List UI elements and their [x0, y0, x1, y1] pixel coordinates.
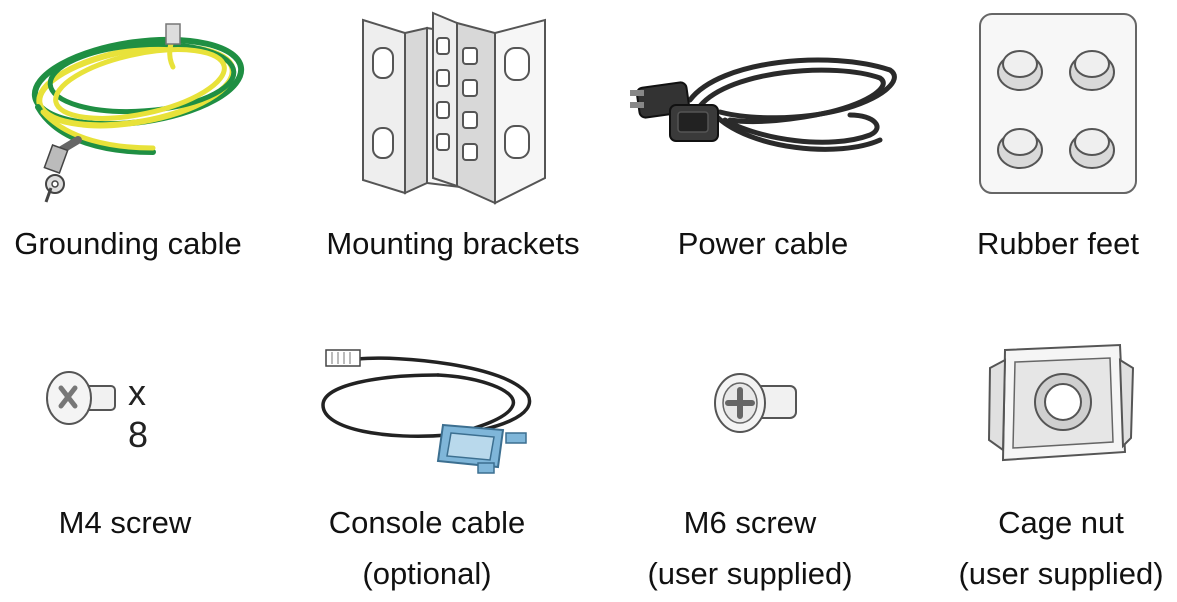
item-label: Grounding cable [14, 226, 242, 261]
item-note: (user supplied) [647, 556, 853, 591]
rubber-feet-illustration [979, 13, 1137, 194]
item-label: M6 screw [683, 505, 817, 540]
grounding-cable-illustration [31, 23, 245, 203]
item-label: Power cable [677, 226, 849, 261]
item-label: Console cable [328, 505, 526, 540]
item-label: Cage nut [998, 505, 1124, 540]
item-label: Mounting brackets [326, 226, 580, 261]
mounting-brackets-illustration [362, 11, 546, 205]
quantity-label: x 8 [128, 372, 149, 455]
m4-screw-illustration [46, 371, 116, 425]
cage-nut-illustration [987, 343, 1135, 462]
power-cable-illustration [630, 57, 897, 152]
m6-screw-illustration [714, 373, 797, 433]
console-cable-illustration [321, 349, 532, 474]
item-note: (user supplied) [958, 556, 1164, 591]
item-note: (optional) [362, 556, 492, 591]
item-label: Rubber feet [977, 226, 1139, 261]
item-label: M4 screw [58, 505, 192, 540]
